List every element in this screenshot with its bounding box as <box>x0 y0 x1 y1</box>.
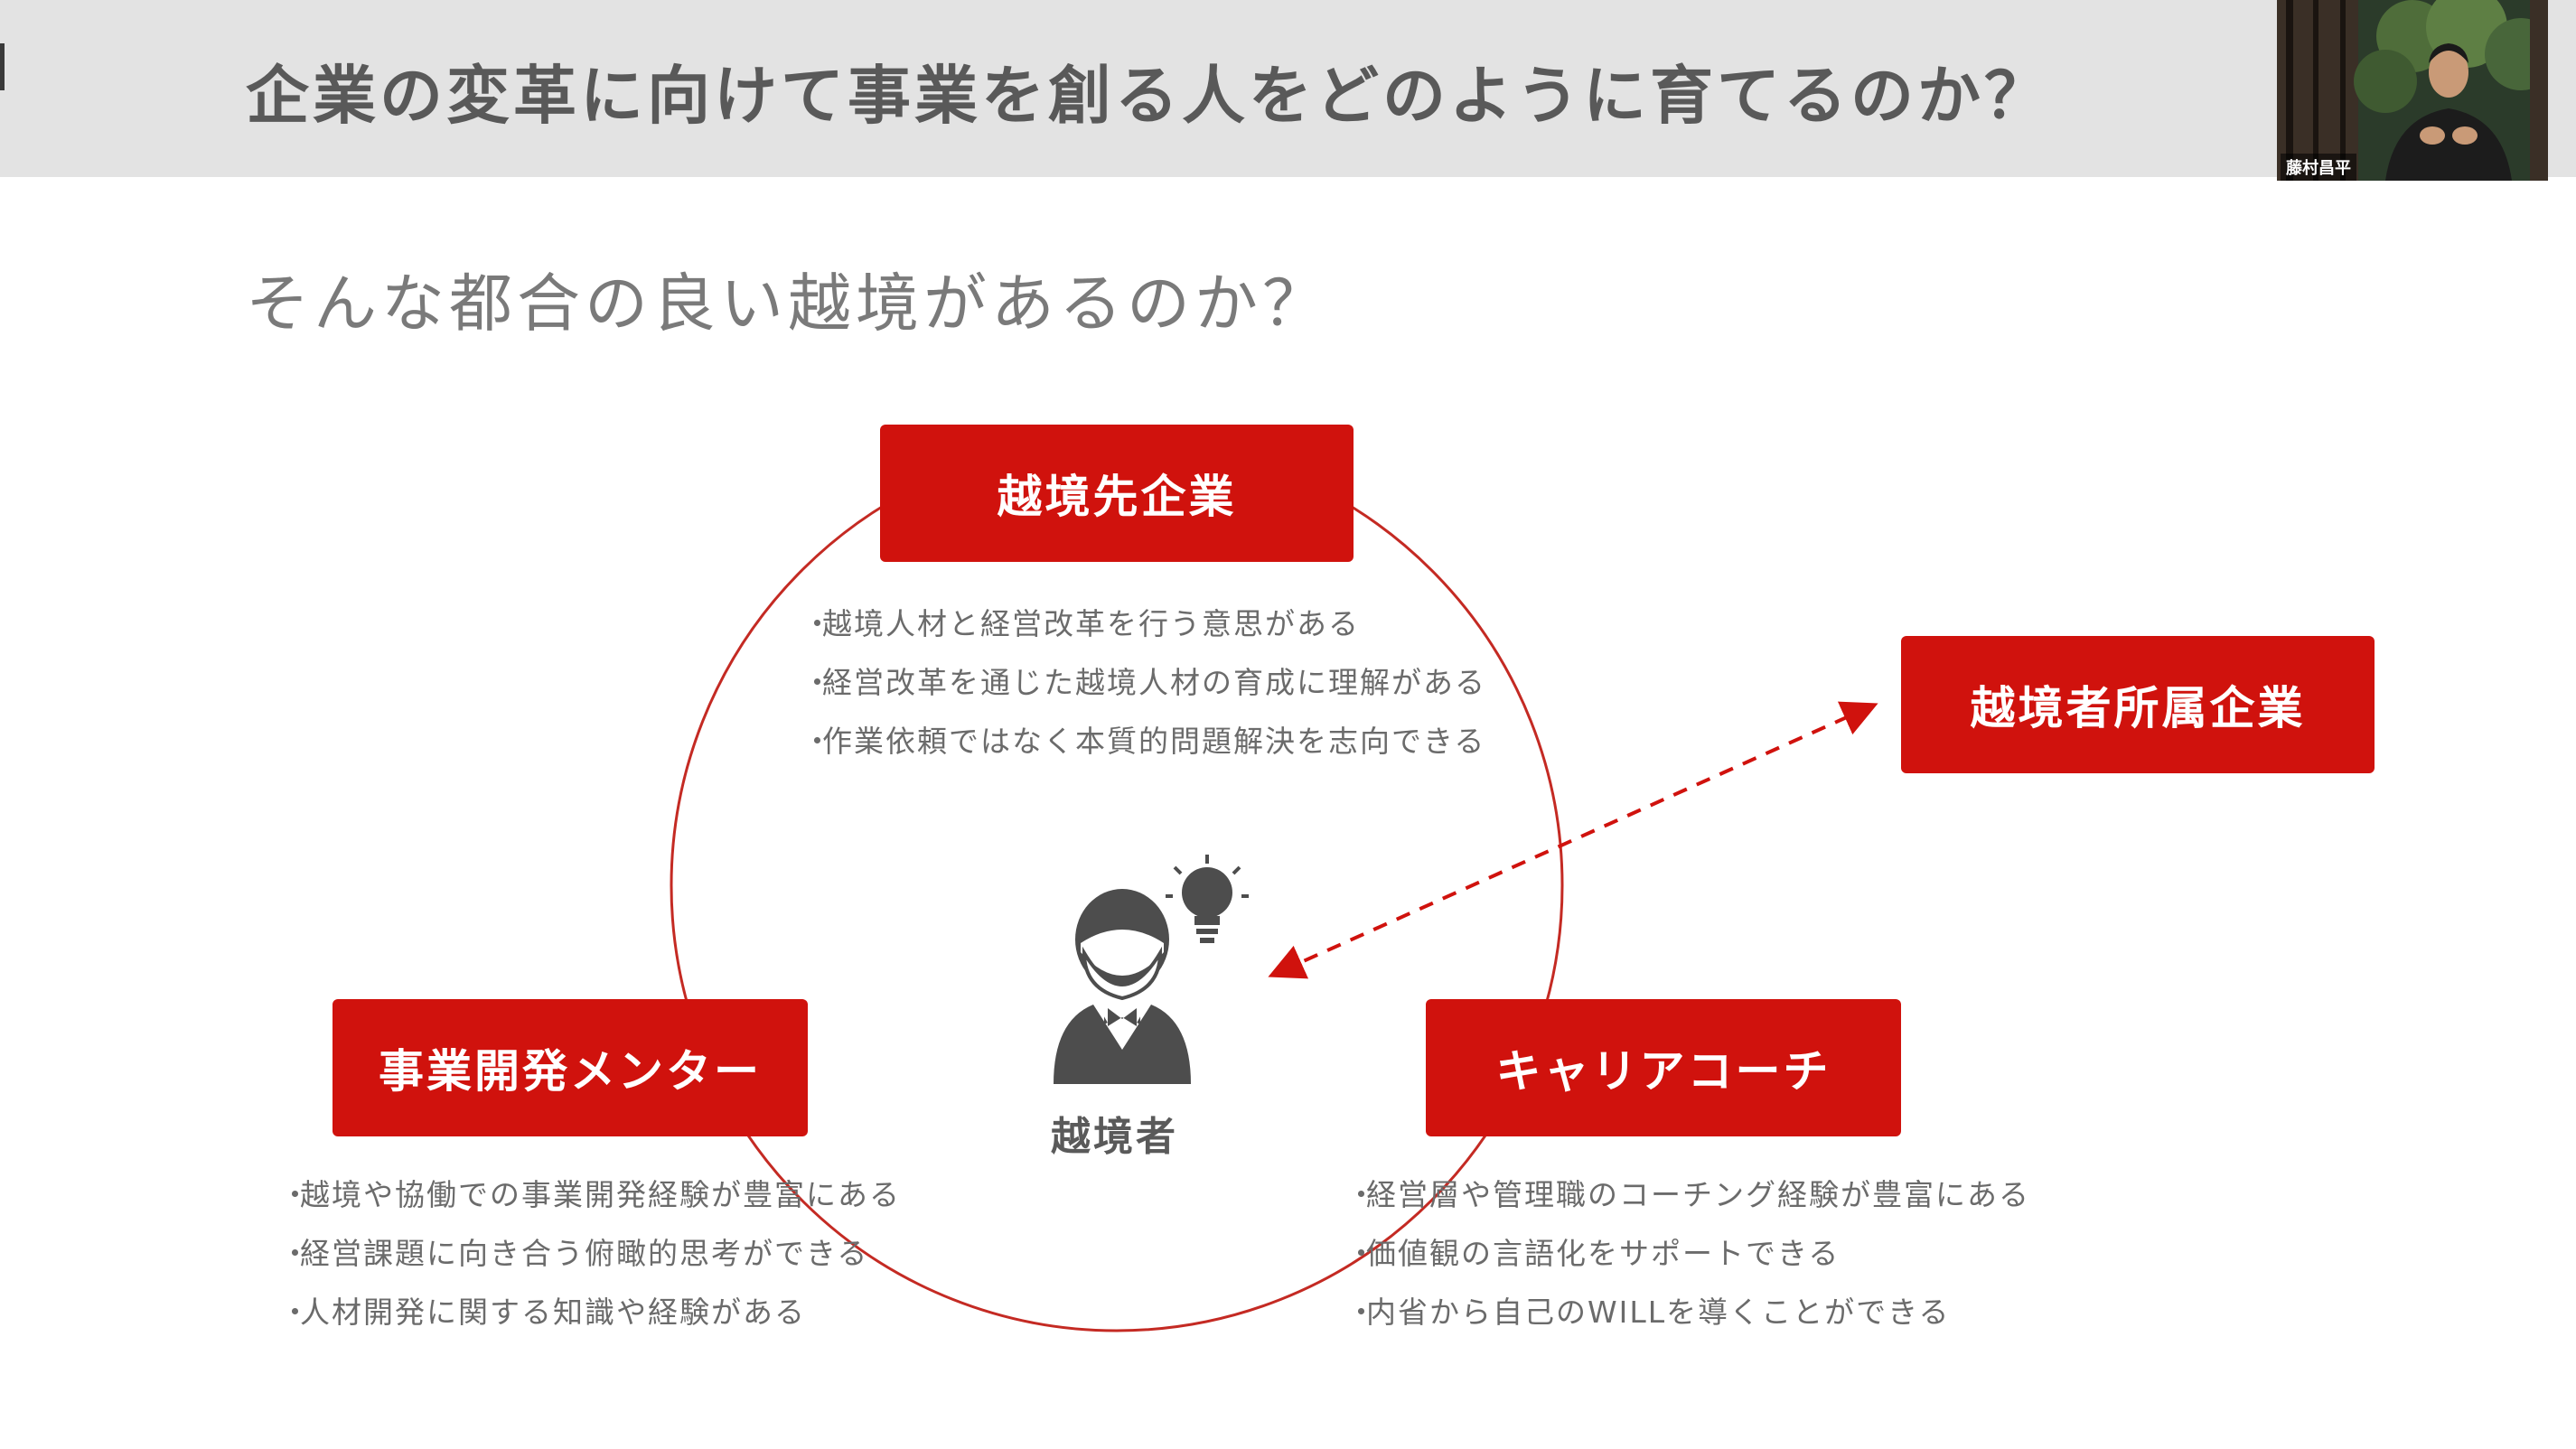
title-band <box>0 0 2576 177</box>
coach-box: キャリアコーチ <box>1426 999 1901 1136</box>
title-band-edge <box>0 43 5 90</box>
dashed-double-arrow <box>1268 701 1878 979</box>
list-item: ・経営課題に向き合う俯瞰的思考ができる <box>280 1236 869 1271</box>
host-company-bullets: ・越境人材と経営改革を行う意思がある ・経営改革を通じた越境人材の育成に理解があ… <box>802 594 1486 771</box>
slide-subtitle: そんな都合の良い越境があるのか？ <box>246 266 1330 341</box>
coach-bullets: ・経営層や管理職のコーチング経験が豊富にある ・価値観の言語化をサポートできる … <box>1346 1165 2030 1341</box>
list-item: ・内省から自己のWILLを導くことができる <box>1346 1295 1951 1330</box>
list-item: ・越境人材と経営改革を行う意思がある <box>802 606 1360 641</box>
list-item: ・越境や協働での事業開発経験が豊富にある <box>280 1177 901 1212</box>
mentor-box: 事業開発メンター <box>333 999 808 1136</box>
webcam-video-tile[interactable] <box>2277 0 2548 181</box>
list-item: ・人材開発に関する知識や経験がある <box>280 1295 806 1330</box>
list-item: ・経営改革を通じた越境人材の育成に理解がある <box>802 665 1486 700</box>
webcam-feed <box>2277 0 2548 181</box>
list-item: ・作業依頼ではなく本質的問題解決を志向できる <box>802 724 1486 759</box>
list-item: ・経営層や管理職のコーチング経験が豊富にある <box>1346 1177 2030 1212</box>
cross-border-person-label: 越境者 <box>1051 1114 1178 1160</box>
list-item: ・価値観の言語化をサポートできる <box>1346 1236 1841 1271</box>
slide-title: 企業の変革に向けて事業を創る人をどのように育てるのか？ <box>246 59 2051 133</box>
webcam-participant-name: 藤村昌平 <box>2281 154 2356 181</box>
lightbulb-icon <box>1166 855 1249 943</box>
businessperson-icon <box>1054 889 1191 1084</box>
host-company-box: 越境先企業 <box>880 425 1354 562</box>
mentor-bullets: ・越境や協働での事業開発経験が豊富にある ・経営課題に向き合う俯瞰的思考ができる… <box>280 1165 901 1341</box>
affiliated-company-box: 越境者所属企業 <box>1901 636 2375 773</box>
